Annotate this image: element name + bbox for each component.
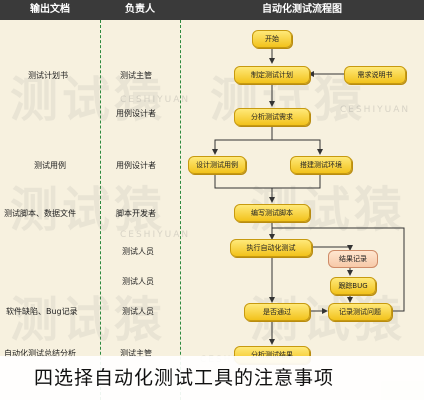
node-log-issues: 记录测试问题 [328, 303, 392, 321]
output-test-plan: 测试计划书 [28, 71, 68, 80]
owner-tester: 测试人员 [122, 277, 154, 286]
owner-tester: 测试人员 [122, 307, 154, 316]
node-start: 开始 [252, 30, 292, 48]
node-run-automation: 执行自动化测试 [230, 239, 312, 257]
watermark-sub: CESHIYUAN [340, 105, 411, 115]
owner-script-developer: 脚本开发者 [116, 209, 156, 218]
output-defect-records: 软件缺陷、Bug记录 [6, 307, 78, 316]
node-requirements-doc: 需求说明书 [344, 66, 406, 84]
owner-test-lead: 测试主管 [120, 71, 152, 80]
node-pass-decision: 是否通过 [244, 303, 310, 321]
node-design-cases: 设计测试用例 [188, 156, 246, 174]
header-owner: 负责人 [100, 0, 180, 20]
watermark-sub: CESHIYUAN [120, 95, 191, 105]
header-output: 输出文档 [0, 0, 100, 20]
output-scripts-data: 测试脚本、数据文件 [4, 209, 76, 218]
watermark-sub: CESHIYUAN [120, 230, 191, 240]
owner-test-lead: 测试主管 [120, 349, 152, 358]
column-divider [180, 20, 181, 400]
node-setup-env: 搭建测试环境 [290, 156, 352, 174]
owner-tester: 测试人员 [122, 247, 154, 256]
output-summary-analysis: 自动化测试总结分析 [4, 349, 76, 358]
owner-case-designer: 用例设计者 [116, 161, 156, 170]
watermark: 测试猿 [10, 182, 167, 238]
column-divider [100, 20, 101, 400]
watermark: 测试猿 [10, 72, 167, 128]
node-test-plan: 制定测试计划 [234, 66, 310, 84]
owner-case-designer: 用例设计者 [116, 109, 156, 118]
header-flow: 自动化测试流程图 [180, 0, 424, 20]
caption: 四选择自动化测试工具的注意事项 [0, 356, 424, 400]
node-track-bug: 跟踪BUG [330, 277, 376, 295]
output-test-cases: 测试用例 [34, 161, 66, 170]
watermark: 测试猿 [10, 292, 167, 348]
node-record-results: 结果记录 [328, 250, 378, 268]
node-analyze-requirements: 分析测试需求 [234, 108, 310, 126]
node-write-scripts: 编写测试脚本 [234, 204, 310, 222]
